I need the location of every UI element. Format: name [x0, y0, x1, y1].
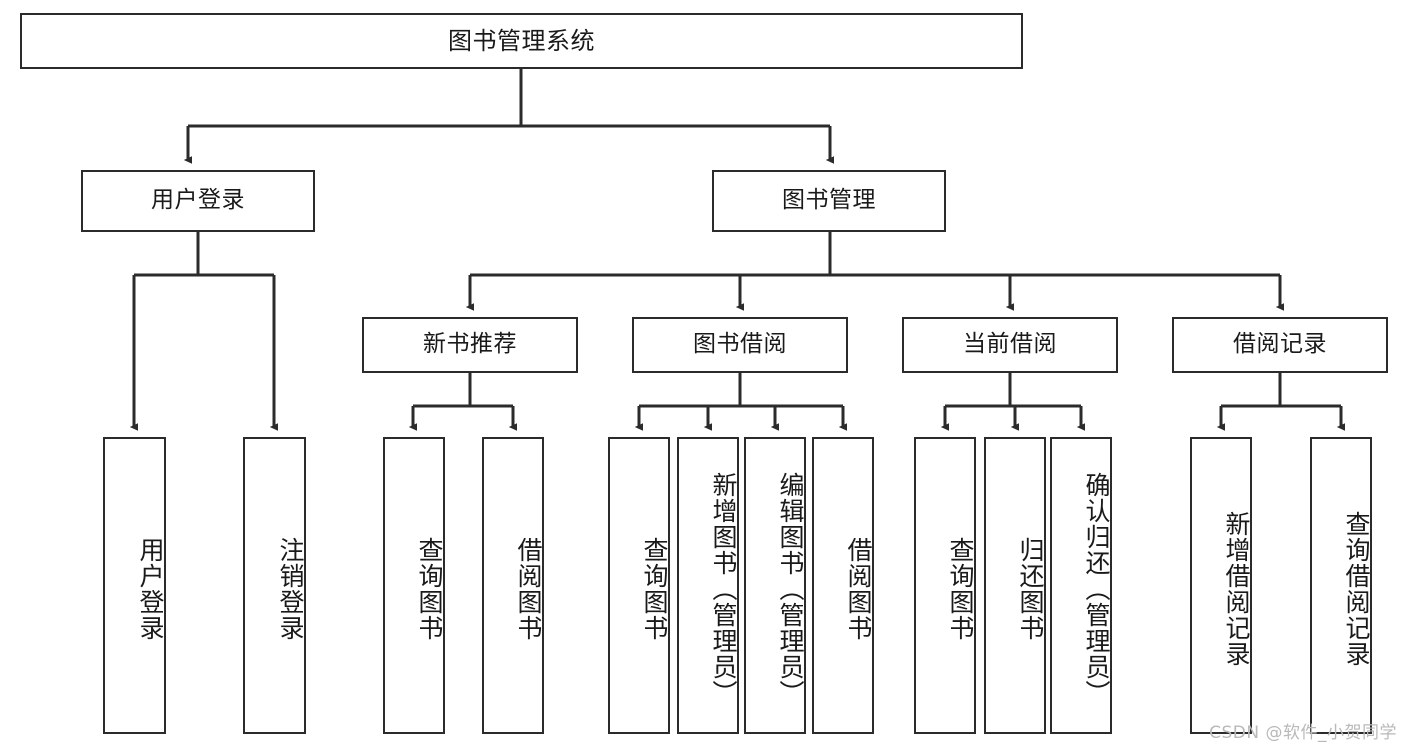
leaf-query-book-recommendation[interactable]: 查询图书 — [383, 437, 445, 734]
leaf-borrow-book-recommendation[interactable]: 借阅图书 — [482, 437, 544, 734]
leaf-borrow-book-borrowing[interactable]: 借阅图书 — [812, 437, 874, 734]
node-user-login[interactable]: 用户登录 — [81, 170, 315, 232]
node-label: 新增借阅记录 — [1222, 510, 1251, 667]
node-label: 用户登录 — [151, 187, 245, 214]
node-label: 当前借阅 — [963, 331, 1057, 358]
node-label: 查询图书 — [640, 536, 669, 641]
node-new-book-recommendation[interactable]: 新书推荐 — [362, 317, 578, 373]
leaf-user-login[interactable]: 用户登录 — [103, 437, 166, 734]
leaf-query-book-borrowing[interactable]: 查询图书 — [608, 437, 670, 734]
node-label: 查询图书 — [946, 536, 975, 641]
node-label: 借阅记录 — [1233, 331, 1327, 358]
node-label: 确认归还（管理员） — [1082, 471, 1111, 706]
node-label: 查询借阅记录 — [1342, 510, 1371, 667]
node-label: 图书管理 — [782, 187, 876, 214]
node-label: 新书推荐 — [423, 331, 517, 358]
node-label: 注销登录 — [276, 536, 305, 641]
csdn-watermark: CSDN @软件_小贺同学 — [1209, 723, 1397, 743]
node-label: 用户登录 — [136, 536, 165, 641]
node-label: 图书管理系统 — [448, 26, 595, 55]
node-book-management[interactable]: 图书管理 — [712, 170, 946, 232]
leaf-confirm-return-admin[interactable]: 确认归还（管理员） — [1050, 437, 1112, 734]
leaf-add-book-admin[interactable]: 新增图书（管理员） — [677, 437, 739, 734]
node-label: 借阅图书 — [514, 536, 543, 641]
node-borrowing-record[interactable]: 借阅记录 — [1172, 317, 1388, 373]
node-root-book-management-system[interactable]: 图书管理系统 — [20, 13, 1023, 69]
leaf-query-borrow-record[interactable]: 查询借阅记录 — [1310, 437, 1372, 734]
leaf-return-book[interactable]: 归还图书 — [984, 437, 1046, 734]
leaf-query-book-current[interactable]: 查询图书 — [914, 437, 976, 734]
node-current-borrowing[interactable]: 当前借阅 — [902, 317, 1118, 373]
node-label: 编辑图书（管理员） — [776, 471, 805, 706]
node-book-borrowing[interactable]: 图书借阅 — [632, 317, 848, 373]
node-label: 新增图书（管理员） — [709, 471, 738, 706]
node-label: 借阅图书 — [844, 536, 873, 641]
leaf-add-borrow-record[interactable]: 新增借阅记录 — [1190, 437, 1252, 734]
leaf-edit-book-admin[interactable]: 编辑图书（管理员） — [744, 437, 806, 734]
node-label: 图书借阅 — [693, 331, 787, 358]
node-label: 查询图书 — [415, 536, 444, 641]
node-label: 归还图书 — [1016, 536, 1045, 641]
leaf-logout[interactable]: 注销登录 — [243, 437, 306, 734]
